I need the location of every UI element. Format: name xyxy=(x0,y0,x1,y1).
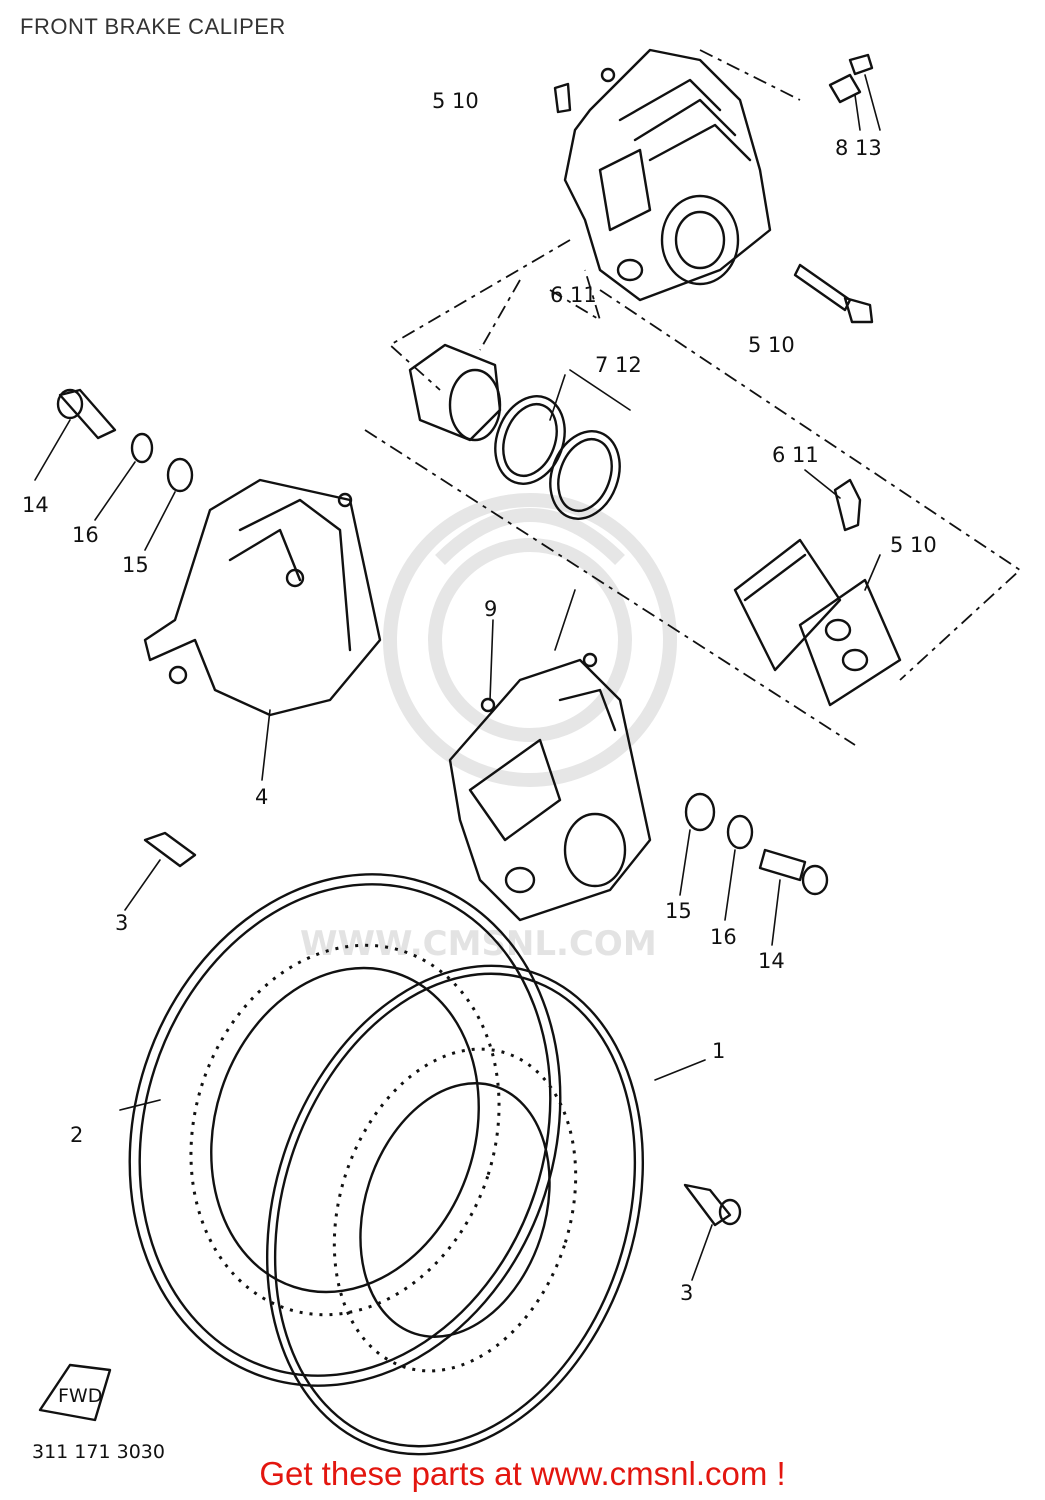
callout-label: 5 10 xyxy=(890,533,937,557)
callout-label: 5 10 xyxy=(748,333,795,357)
callout-label: 1 xyxy=(712,1039,725,1063)
piston xyxy=(408,343,502,442)
brake-pad xyxy=(733,538,842,672)
watermark-logo: WWW.CMSNL.COM xyxy=(300,493,677,964)
callout-label: 8 13 xyxy=(835,136,882,160)
watermark-url: WWW.CMSNL.COM xyxy=(300,924,657,964)
bracket-bolt xyxy=(34,388,117,481)
callout-label: 15 xyxy=(665,899,692,923)
lower-caliper-body xyxy=(448,589,652,922)
callout-label: 14 xyxy=(758,949,785,973)
bleed-valve xyxy=(828,53,881,131)
callout-label: 3 xyxy=(115,911,128,935)
dust-seal xyxy=(549,430,621,520)
pad-spring xyxy=(804,469,862,532)
callout-label: 9 xyxy=(484,597,497,621)
brake-disc-rear xyxy=(128,873,562,1387)
caliper-bracket xyxy=(143,478,382,781)
caliper-bolt-right xyxy=(679,829,829,946)
lock-washer xyxy=(94,432,154,521)
callout-label: 4 xyxy=(255,785,268,809)
disc-bolt-right xyxy=(683,1183,742,1281)
upper-caliper-body xyxy=(563,48,772,302)
disc-bolt-left xyxy=(124,831,197,911)
flat-washer-right xyxy=(684,792,716,832)
retaining-clip xyxy=(553,82,572,114)
piston-seal xyxy=(494,395,566,485)
callout-label: 16 xyxy=(710,925,737,949)
footer-promo-link[interactable]: Get these parts at www.cmsnl.com ! xyxy=(259,1455,786,1492)
callout-label: 6 11 xyxy=(772,443,819,467)
fwd-label: FWD xyxy=(58,1385,102,1407)
callout-label: 16 xyxy=(72,523,99,547)
callout-label: 6 11 xyxy=(550,283,597,307)
callout-label: 14 xyxy=(22,493,49,517)
pad-shim xyxy=(798,554,902,707)
flat-washer xyxy=(144,457,194,551)
brake-disc-front xyxy=(265,964,645,1456)
mounting-bolt-upper xyxy=(793,263,874,324)
assembly-outline xyxy=(364,49,1022,746)
page-title: FRONT BRAKE CALIPER xyxy=(20,14,286,39)
callout-label: 3 xyxy=(680,1281,693,1305)
plate-code: 311 171 3030 xyxy=(32,1441,165,1463)
callout-label: 7 12 xyxy=(595,353,642,377)
callout-label: 15 xyxy=(122,553,149,577)
callout-label: 2 xyxy=(70,1123,83,1147)
forward-direction-tag: FWD xyxy=(38,1363,112,1422)
callout-label: 5 10 xyxy=(432,89,479,113)
lock-washer-right xyxy=(726,814,754,850)
